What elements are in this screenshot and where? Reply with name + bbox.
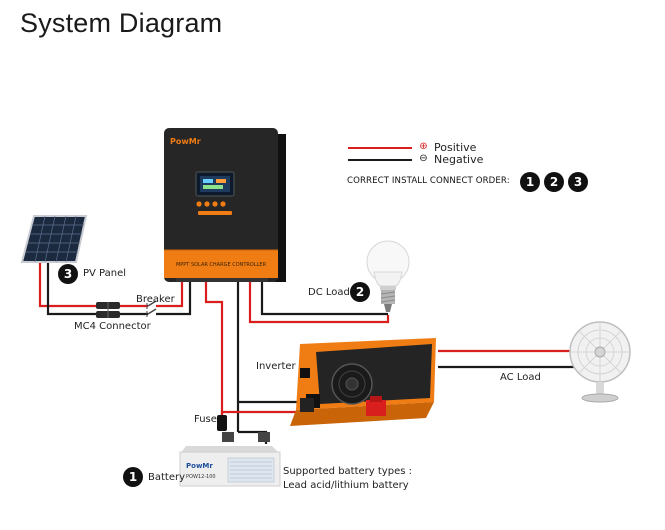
pv-panel-label: PV Panel [83,268,127,279]
dc-load-bulb-icon [366,240,410,312]
ac-load-label: AC Load [500,372,541,383]
negative-symbol-icon: ⊖ [419,153,428,164]
order-step-2-badge: 2 [544,172,564,192]
battery-step-badge: 1 [123,467,143,487]
mc4-connector-label: MC4 Connector [74,321,151,332]
install-order-label: CORRECT INSTALL CONNECT ORDER: [347,176,510,186]
legend-negative-label: Negative [434,153,484,166]
positive-symbol-icon: ⊕ [419,141,428,152]
controller-panel-text: MPPT SOLAR CHARGE CONTROLLER [176,262,267,268]
breaker-label: Breaker [136,294,175,305]
battery-types-note: Supported battery types : Lead acid/lith… [283,465,412,493]
battery-brand: PowMr [186,462,213,470]
breaker-icon [146,300,157,317]
order-step-3-badge: 3 [568,172,588,192]
dc-load-wires [248,282,390,324]
charge-controller-icon [164,128,286,282]
fuse-icon [217,415,227,431]
fuse-label: Fuse [194,414,217,425]
page-title: System Diagram [20,8,223,38]
mc4-connector-icon [96,302,120,318]
legend-positive-label: Positive [434,141,477,154]
ac-load-fan-icon [569,321,631,403]
controller-brand: PowMr [170,137,201,146]
pv-panel-icon [20,215,88,263]
dc-load-step-badge: 2 [350,282,370,302]
battery-icon [179,432,281,487]
inverter-icon [290,338,436,426]
ac-load-wires [438,349,578,369]
battery-types-title: Supported battery types : [283,466,412,477]
dc-load-label: DC Load [308,287,350,298]
battery-model: POW12-100 [186,474,216,480]
order-step-1-badge: 1 [520,172,540,192]
pv-panel-step-badge: 3 [58,264,78,284]
battery-label: Battery [148,472,186,483]
battery-types-value: Lead acid/lithium battery [283,480,409,491]
pv-wires [38,262,192,316]
inverter-label: Inverter [256,361,296,372]
